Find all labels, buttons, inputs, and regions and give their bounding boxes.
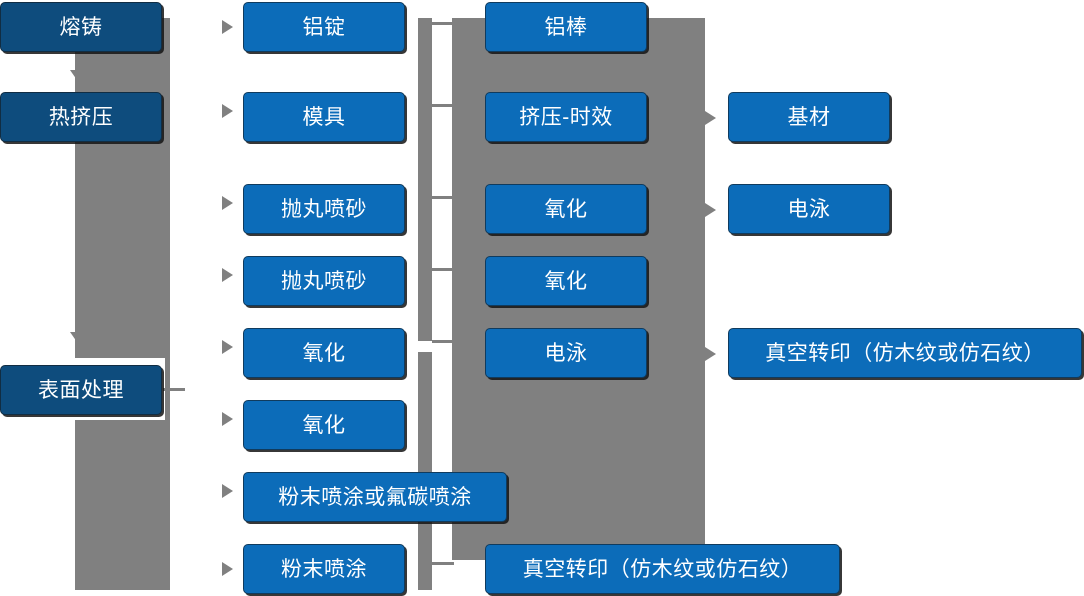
c3-oxidation-2-label: 氧化 <box>544 269 588 293</box>
c2-oxidation-1-label: 氧化 <box>302 341 346 365</box>
tick-c3-oxidation-1 <box>432 196 454 199</box>
c2-powder-or-fluorocarbon-spray-label: 粉末喷涂或氟碳喷涂 <box>278 485 472 509</box>
arrow-to-oxidation-c2-1 <box>222 340 233 354</box>
arrow-to-base-material <box>705 111 716 125</box>
c3-electrophoresis-label: 电泳 <box>544 341 588 365</box>
c3-extrusion-aging-label: 挤压-时效 <box>519 105 613 129</box>
c4-vacuum-transfer[interactable]: 真空转印（仿木纹或仿石纹） <box>728 328 1082 378</box>
arrow-to-shot-blasting-1 <box>222 196 233 210</box>
c4-electrophoresis[interactable]: 电泳 <box>728 184 890 234</box>
c3-electrophoresis[interactable]: 电泳 <box>485 328 647 378</box>
c2-oxidation-1[interactable]: 氧化 <box>243 328 405 378</box>
arrow-down-melt-to-extrusion <box>70 70 84 80</box>
c2-oxidation-2-label: 氧化 <box>302 413 346 437</box>
stage-melt-cast[interactable]: 熔铸 <box>0 2 162 52</box>
c2-powder-spray[interactable]: 粉末喷涂 <box>243 544 405 594</box>
c2-shot-blasting-1[interactable]: 抛丸喷砂 <box>243 184 405 234</box>
arrow-to-powder-or-fluorocarbon <box>222 484 233 498</box>
c2-oxidation-2[interactable]: 氧化 <box>243 400 405 450</box>
stage-hot-extrusion-label: 热挤压 <box>48 105 114 129</box>
connector-rail-column2-lower <box>418 352 432 590</box>
stem-surface-treatment-to-band <box>163 388 185 391</box>
c3-aluminum-rod[interactable]: 铝棒 <box>485 2 647 52</box>
stage-hot-extrusion[interactable]: 热挤压 <box>0 92 162 142</box>
c3-vacuum-transfer[interactable]: 真空转印（仿木纹或仿石纹） <box>485 544 840 594</box>
arrow-to-shot-blasting-2 <box>222 268 233 282</box>
c4-base-material[interactable]: 基材 <box>728 92 890 142</box>
c3-vacuum-transfer-label: 真空转印（仿木纹或仿石纹） <box>522 557 803 581</box>
tick-c3-vacuum-transfer <box>432 562 454 565</box>
stage-melt-cast-label: 熔铸 <box>59 15 103 39</box>
c3-aluminum-rod-label: 铝棒 <box>544 15 588 39</box>
stage-surface-treatment-label: 表面处理 <box>38 378 124 402</box>
c4-vacuum-transfer-label: 真空转印（仿木纹或仿石纹） <box>765 341 1045 365</box>
c4-base-material-label: 基材 <box>787 105 831 129</box>
c3-extrusion-aging[interactable]: 挤压-时效 <box>485 92 647 142</box>
c2-shot-blasting-2[interactable]: 抛丸喷砂 <box>243 256 405 306</box>
c2-shot-blasting-2-label: 抛丸喷砂 <box>281 269 367 293</box>
tick-c3-oxidation-2 <box>432 268 454 271</box>
c2-shot-blasting-1-label: 抛丸喷砂 <box>281 197 367 221</box>
c3-oxidation-2[interactable]: 氧化 <box>485 256 647 306</box>
tick-c3-extrusion-aging <box>432 104 454 107</box>
stage-surface-treatment[interactable]: 表面处理 <box>0 365 162 415</box>
arrow-to-electrophoresis-c4 <box>705 203 716 217</box>
arrow-to-vacuum-transfer-c4 <box>705 347 716 361</box>
c2-mould[interactable]: 模具 <box>243 92 405 142</box>
c3-oxidation-1-label: 氧化 <box>544 197 588 221</box>
arrow-to-aluminum-ingot <box>222 20 233 34</box>
c2-mould-label: 模具 <box>302 105 346 129</box>
c2-powder-or-fluorocarbon-spray[interactable]: 粉末喷涂或氟碳喷涂 <box>243 472 507 522</box>
c3-oxidation-1[interactable]: 氧化 <box>485 184 647 234</box>
c2-aluminum-ingot-label: 铝锭 <box>302 15 346 39</box>
arrow-to-powder-spray <box>222 562 233 576</box>
arrow-down-extrusion-to-surface <box>70 332 84 342</box>
arrow-to-mould <box>222 104 233 118</box>
c4-electrophoresis-label: 电泳 <box>787 197 831 221</box>
tick-c3-electrophoresis <box>432 340 454 343</box>
arrow-to-oxidation-c2-2 <box>222 412 233 426</box>
c2-powder-spray-label: 粉末喷涂 <box>281 557 367 581</box>
c2-aluminum-ingot[interactable]: 铝锭 <box>243 2 405 52</box>
tick-c3-aluminum-rod <box>432 22 454 25</box>
connector-rail-column2-upper <box>418 18 432 341</box>
